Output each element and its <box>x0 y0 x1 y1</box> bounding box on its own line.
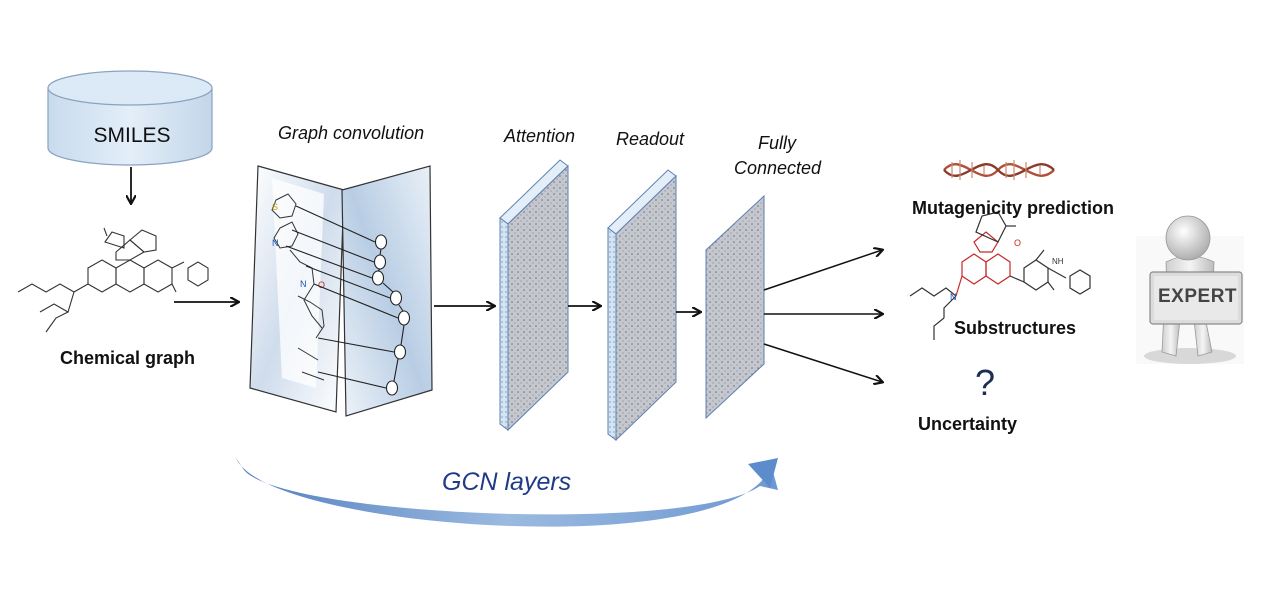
svg-text:S: S <box>272 202 278 212</box>
chemical-graph-label: Chemical graph <box>60 348 196 368</box>
gcn-layers-arc <box>236 458 778 527</box>
fully-connected-layer <box>705 194 765 420</box>
fully-connected-label-line2: Connected <box>734 158 822 178</box>
mutagenicity-label: Mutagenicity prediction <box>912 198 1115 218</box>
readout-label: Readout <box>616 129 685 149</box>
svg-text:O: O <box>318 280 325 290</box>
expert-figure-icon <box>1136 215 1244 364</box>
graph-convolution-block: S N N O <box>249 165 433 417</box>
database-icon <box>47 70 213 166</box>
expert-sign-text: EXPERT <box>1158 286 1238 307</box>
readout-layer <box>607 169 677 442</box>
question-mark-icon: ? <box>975 362 996 403</box>
fully-connected-label-line1: Fully <box>758 133 797 153</box>
svg-text:O: O <box>1014 238 1021 248</box>
attention-layer <box>499 159 569 432</box>
svg-text:NH: NH <box>1052 257 1064 266</box>
substructure-molecule-icon: O N NH <box>909 211 1091 340</box>
attention-label: Attention <box>504 126 576 146</box>
smiles-label: SMILES <box>93 124 171 147</box>
svg-text:N: N <box>950 292 957 302</box>
svg-text:N: N <box>300 279 307 289</box>
uncertainty-label: Uncertainty <box>918 414 1018 434</box>
output-arrows <box>763 250 882 382</box>
graph-convolution-label: Graph convolution <box>278 123 425 143</box>
dna-icon <box>943 160 1055 180</box>
molecule-icon <box>17 227 209 333</box>
svg-text:N: N <box>272 238 279 248</box>
substructures-label: Substructures <box>954 318 1077 338</box>
gcn-layers-label: GCN layers <box>442 468 572 496</box>
